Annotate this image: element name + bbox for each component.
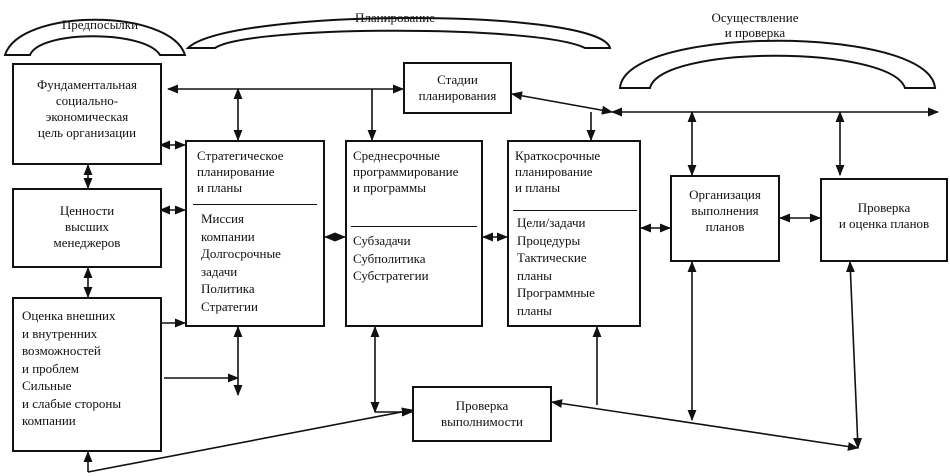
header-prerequisites: Предпосылки (61, 17, 139, 32)
box-values: Ценности высших менеджеров (12, 188, 162, 268)
medium-items: Субзадачи Субполитика Субстратегии (353, 233, 429, 283)
arch-implementation (618, 39, 937, 89)
header-implementation: Осуществление и проверка (711, 10, 799, 40)
box-strategic: Стратегическое планирование и планы Мисс… (185, 140, 325, 327)
strategic-heading: Стратегическое планирование и планы (197, 148, 284, 195)
box-organization: Организация выполнения планов (670, 175, 780, 262)
box-fundamental-goal: Фундаментальная социально- экономическая… (12, 63, 162, 165)
box-planning-stages: Стадии планирования (403, 62, 512, 114)
header-planning: Планирование (355, 10, 435, 25)
planning-stages-text: Стадии планирования (418, 72, 497, 103)
medium-divider (351, 226, 477, 227)
feasibility-text: Проверка выполнимости (440, 398, 524, 429)
arch-planning (185, 17, 612, 49)
box-assessment: Оценка внешних и внутренних возможностей… (12, 297, 162, 452)
values-text: Ценности высших менеджеров (53, 203, 121, 250)
check-evaluation-text: Проверка и оценка планов (838, 200, 930, 231)
fundamental-goal-text: Фундаментальная социально- экономическая… (37, 77, 137, 140)
strategic-divider (193, 204, 317, 205)
assessment-text: Оценка внешних и внутренних возможностей… (22, 308, 122, 428)
box-feasibility: Проверка выполнимости (412, 386, 552, 442)
box-medium-term: Среднесрочные программирование и програм… (345, 140, 483, 327)
strategic-items: Миссия компании Долгосрочные задачи Поли… (201, 211, 281, 314)
box-check-evaluation: Проверка и оценка планов (820, 178, 948, 262)
short-divider (513, 210, 637, 211)
medium-heading: Среднесрочные программирование и програм… (353, 148, 459, 195)
arch-prerequisites (3, 18, 187, 56)
short-items: Цели/задачи Процедуры Тактические планы … (517, 215, 595, 318)
short-heading: Краткосрочные планирование и планы (515, 148, 601, 195)
box-short-term: Краткосрочные планирование и планы Цели/… (507, 140, 641, 327)
organization-text: Организация выполнения планов (689, 187, 761, 234)
